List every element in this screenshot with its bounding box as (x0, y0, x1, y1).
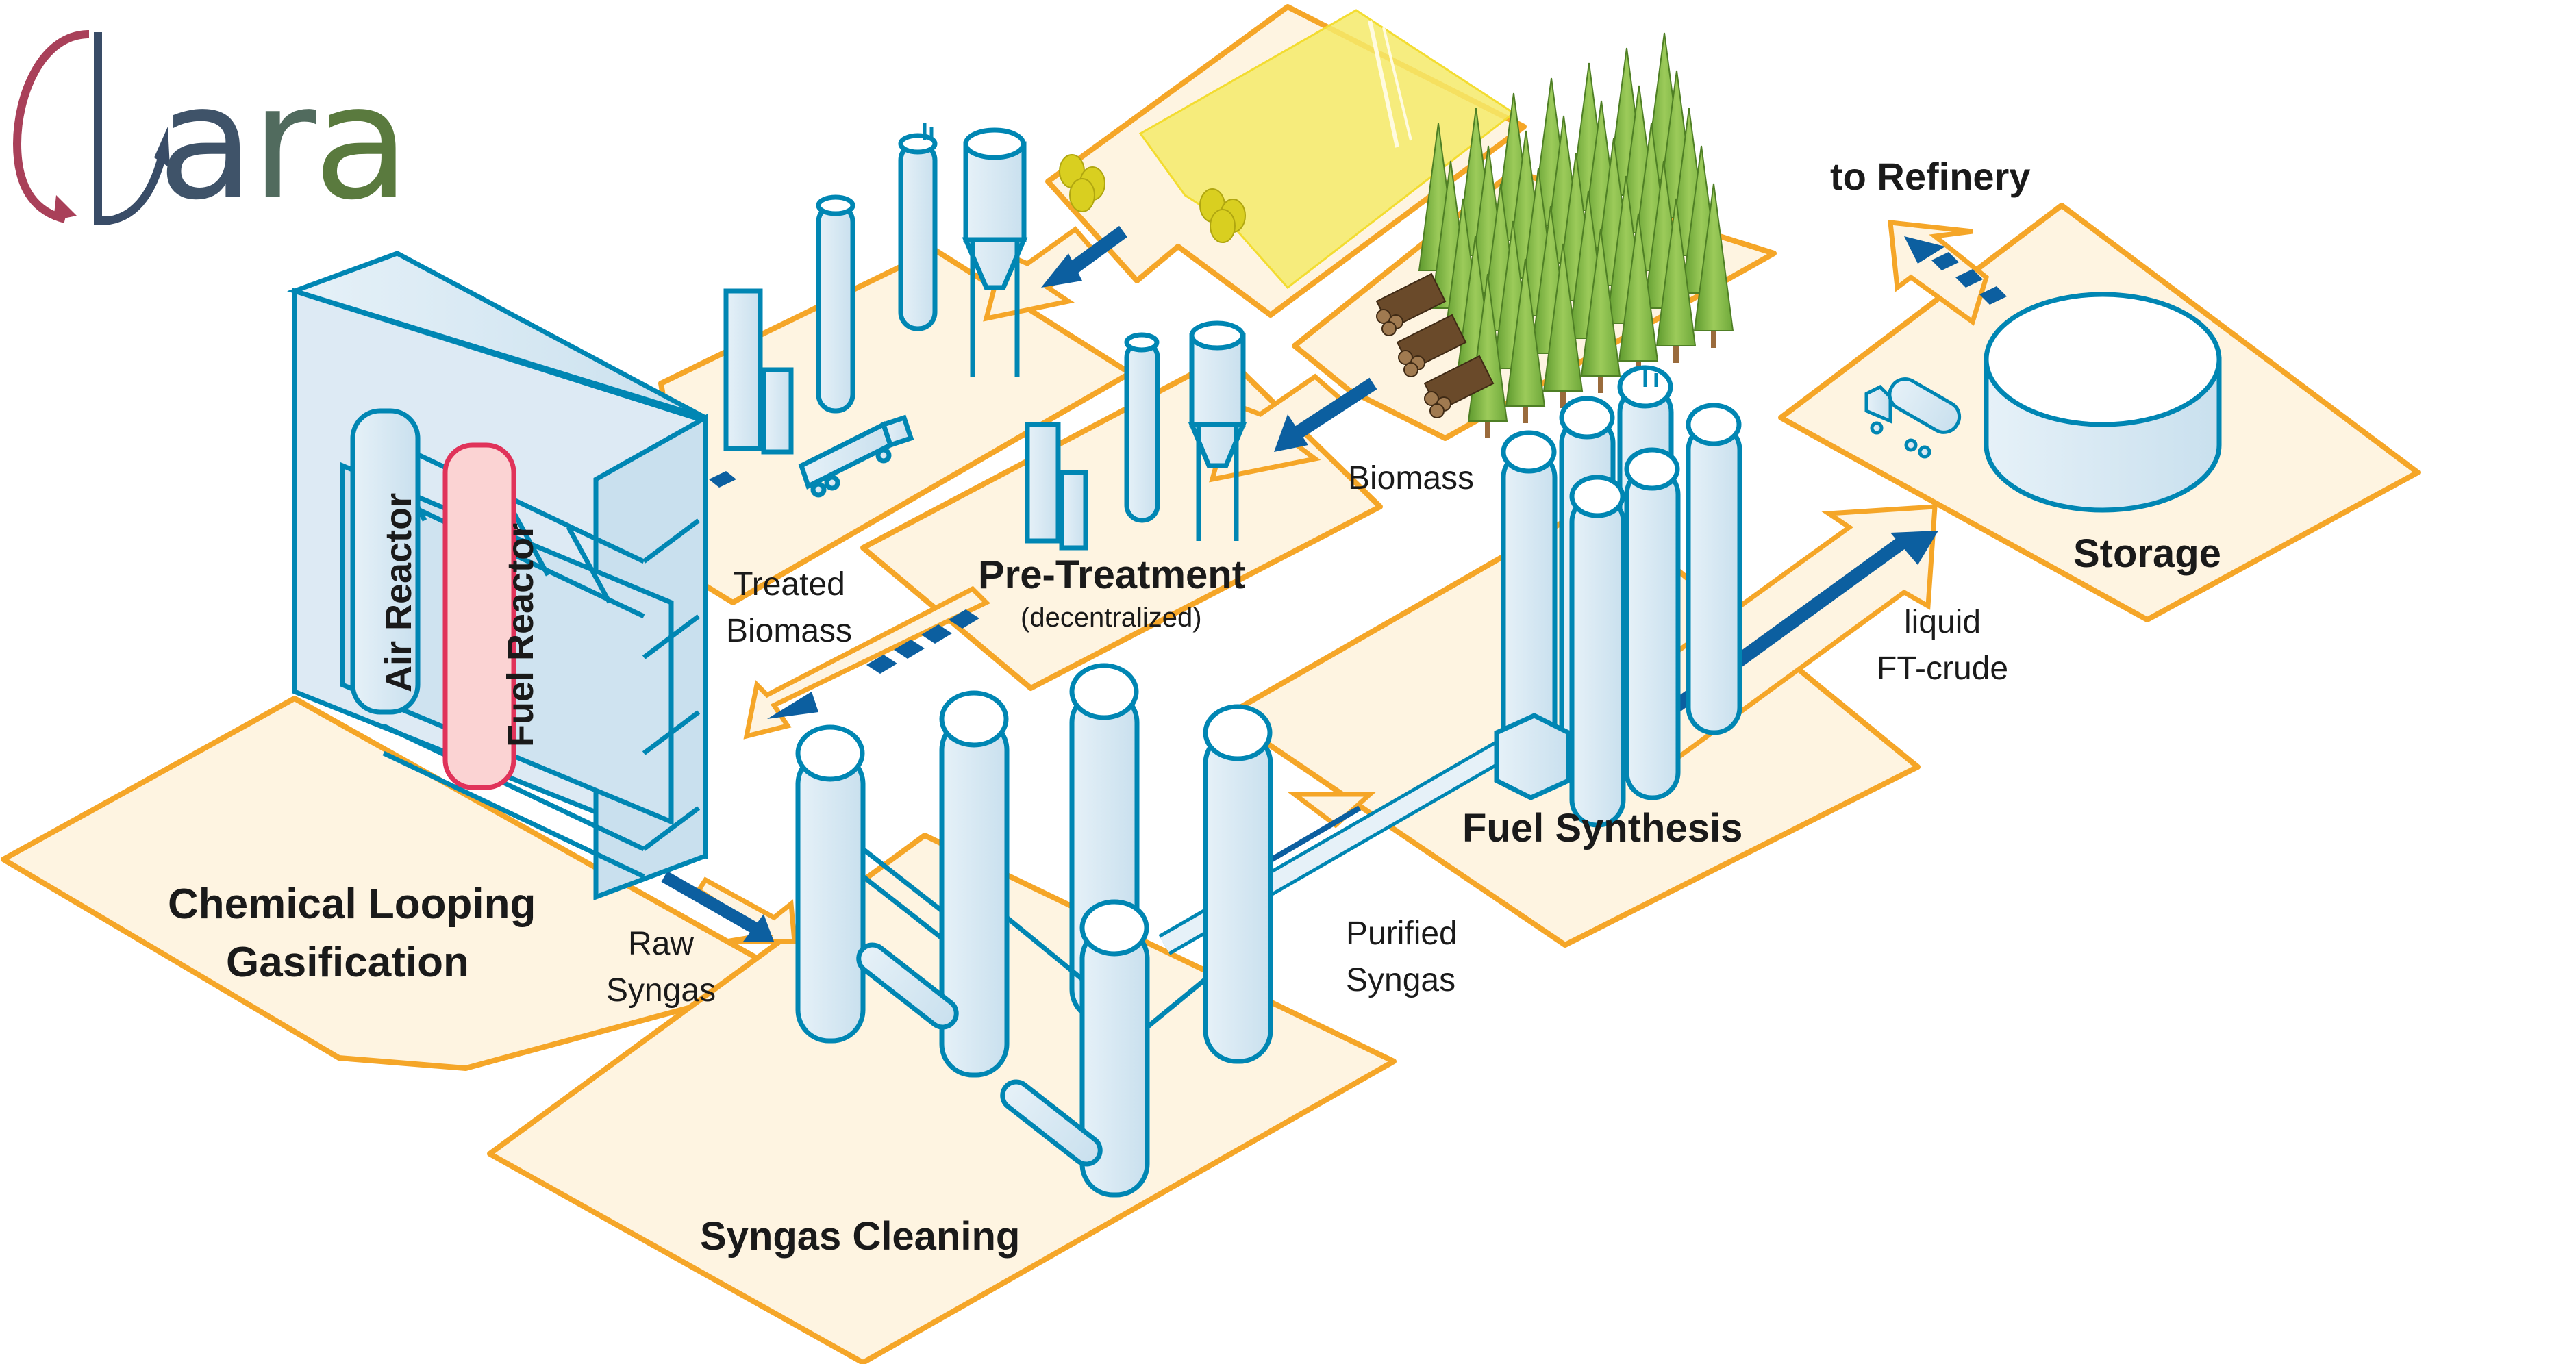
label-purified-syngas-line1: Purified (1346, 915, 1458, 952)
tree (1618, 213, 1659, 362)
label-raw-syngas-line2: Syngas (606, 972, 716, 1009)
clara-logo (12, 30, 170, 225)
tanker-truck (1864, 377, 1962, 459)
label-ft-crude: liquid FT-crude (1877, 599, 2008, 692)
logo-arrowhead-right (154, 127, 170, 168)
tree-trunk (1673, 342, 1679, 363)
pretreatment-plant-central (723, 123, 1028, 455)
label-pretreatment: Pre-Treatment (978, 553, 1246, 597)
truck (798, 414, 914, 498)
platform-gasification (1, 696, 797, 1071)
arrow-field-to-pretreatment (983, 225, 1127, 322)
tree-trunk (1711, 327, 1716, 348)
label-biomass: Biomass (1348, 460, 1475, 496)
tree (1505, 258, 1546, 407)
logo-l-stroke (94, 32, 168, 225)
label-fuel-reactor: Fuel Reactor (500, 522, 541, 747)
label-raw-syngas-line1: Raw (628, 926, 695, 962)
fuel-synthesis-columns (1494, 365, 1742, 828)
tree-trunk (1485, 418, 1490, 438)
fuel-reactor (442, 442, 516, 790)
label-to-refinery: to Refinery (1830, 155, 2031, 198)
logo-letter-r: r (251, 52, 316, 235)
arrow-pretreatment-to-gasification (709, 471, 736, 488)
label-fuel-synthesis: Fuel Synthesis (1462, 806, 1743, 850)
logo-text: ara (158, 52, 410, 235)
hay-bales (1059, 154, 1246, 243)
label-air-reactor: Air Reactor (378, 492, 419, 692)
logo-loop-arrow-left (12, 30, 90, 223)
arrow-forest-to-pretreatment (1209, 373, 1377, 483)
crop-field (1059, 9, 1516, 290)
label-gasification-line1: Chemical Looping (168, 881, 536, 928)
tree (1693, 183, 1734, 331)
tree (1655, 198, 1697, 346)
tree (1580, 228, 1621, 377)
logo-letter-a2: a (313, 52, 410, 235)
arrow-to-refinery (1888, 220, 2007, 326)
storage-tank (1984, 292, 2222, 513)
tree-trunk (1560, 388, 1566, 408)
syngas-cleaning-columns (795, 663, 1273, 1198)
label-syngas-cleaning: Syngas Cleaning (700, 1214, 1021, 1259)
label-storage: Storage (2073, 531, 2221, 576)
label-ft-crude-line2: FT-crude (1877, 651, 2009, 687)
label-raw-syngas: Raw Syngas (606, 921, 716, 1014)
tree-trunk (1598, 372, 1603, 393)
logo-arrowhead-left (53, 195, 77, 220)
tree-trunk (1523, 403, 1528, 423)
label-purified-syngas-line2: Syngas (1346, 962, 1456, 999)
tree (1542, 243, 1584, 392)
label-ft-crude-line1: liquid (1903, 604, 1981, 640)
label-pretreatment-subtitle: (decentralized) (1021, 603, 1202, 633)
label-treated-biomass: Treated Biomass (726, 561, 852, 655)
label-treated-biomass-line1: Treated (733, 566, 845, 603)
log-piles (1375, 273, 1495, 418)
arrow-raw-syngas (661, 871, 797, 944)
equipment (287, 123, 2222, 1198)
label-gasification-line2: Gasification (226, 939, 469, 986)
arrow-treated-biomass (743, 585, 990, 740)
logo-letter-a1: a (158, 52, 254, 235)
label-purified-syngas: Purified Syngas (1346, 911, 1458, 1004)
gasifier (287, 251, 708, 901)
label-treated-biomass-line2: Biomass (726, 613, 853, 650)
air-reactor (350, 408, 421, 715)
pretreatment-plant-decentral (1025, 320, 1247, 551)
